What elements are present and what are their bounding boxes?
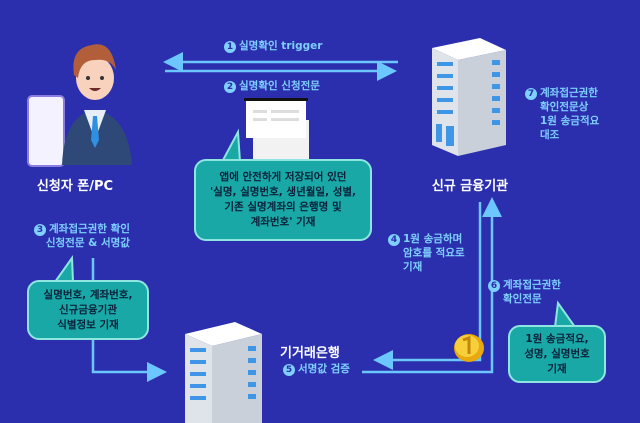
coin-icon — [454, 334, 484, 362]
applicant-illustration — [27, 44, 132, 167]
app-data-bubble: 앱에 안전하게 저장되어 있던'실명, 실명번호, 생년월일, 성별,기존 실명… — [194, 159, 372, 241]
new-institution-label: 신규 금융기관 — [431, 179, 509, 194]
bubble-tail — [53, 255, 75, 283]
arrow-step6 — [362, 197, 502, 374]
arrow-step4 — [373, 202, 482, 370]
document-illustration — [244, 98, 309, 168]
existing-bank-label: 기거래은행 — [280, 346, 340, 361]
bubble-tail — [220, 128, 242, 163]
applicant-label: 신청자 폰/PC — [36, 179, 114, 194]
new-institution-building — [432, 38, 506, 156]
bubble-tail — [553, 300, 577, 328]
existing-bank-building — [185, 322, 262, 423]
